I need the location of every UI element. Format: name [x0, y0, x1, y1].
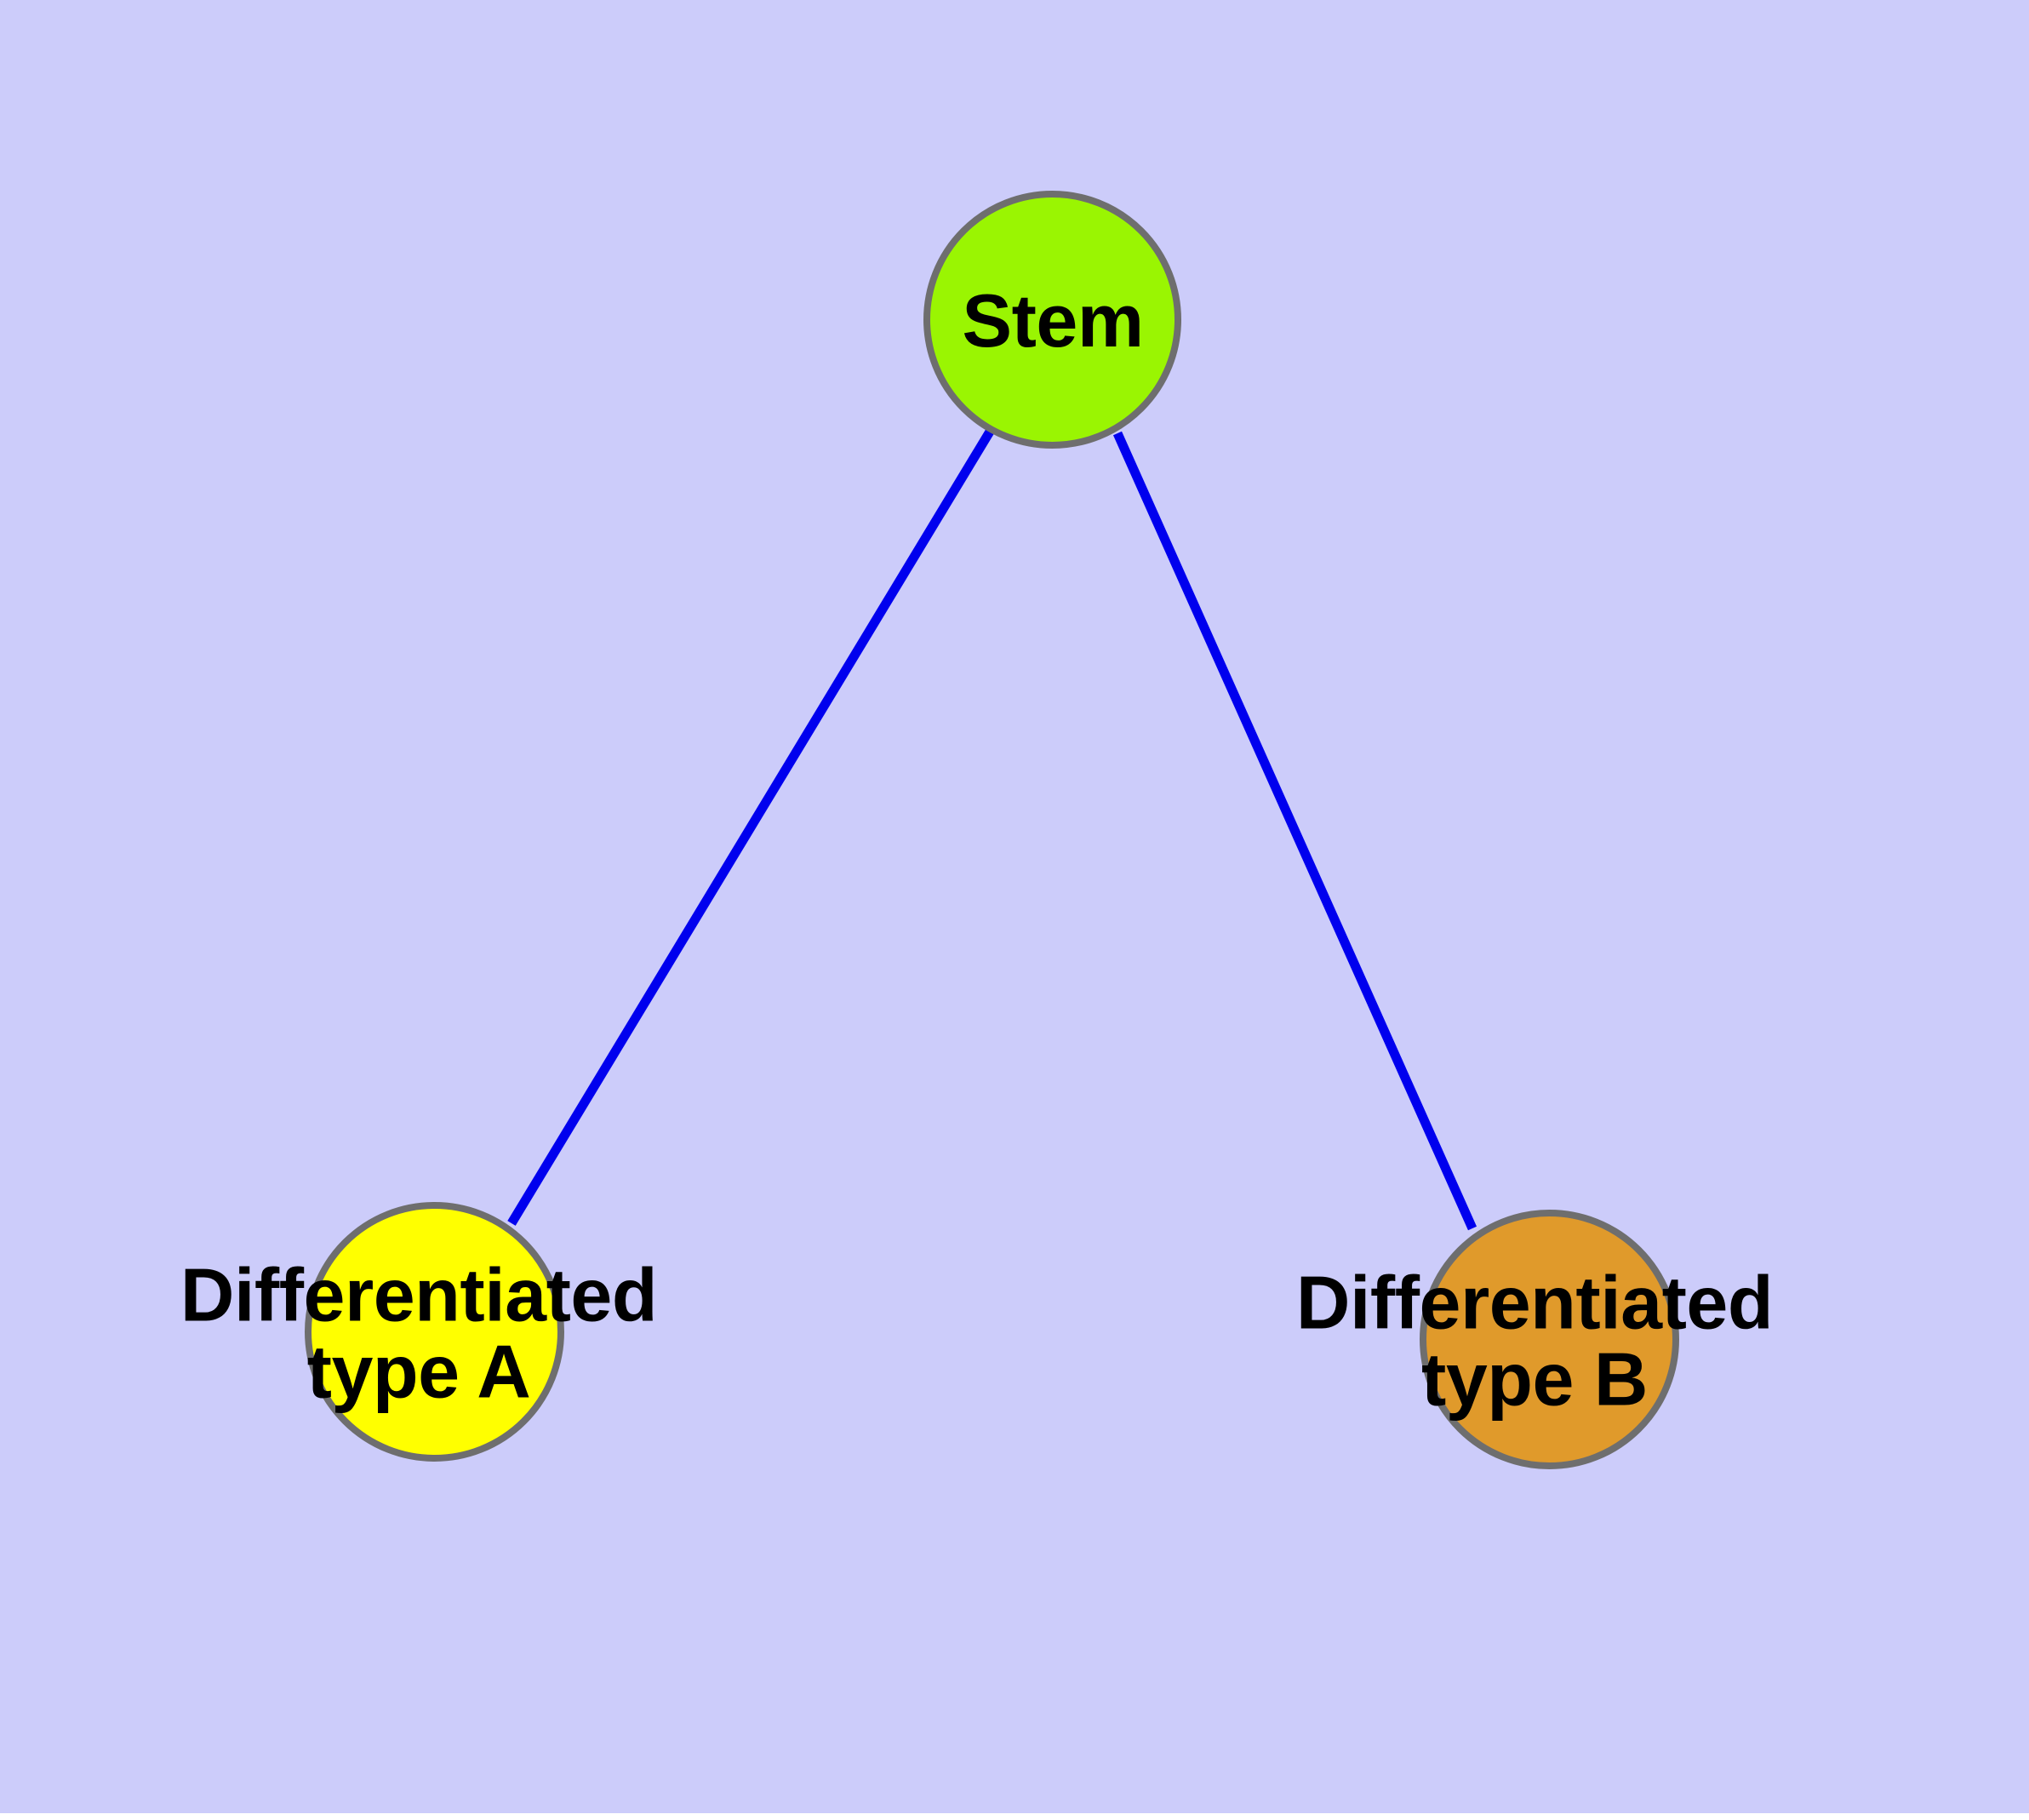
edge-stem-to-differentiated-type-b[interactable]: [1112, 431, 1477, 1231]
node-differentiated-type-b[interactable]: [1420, 1210, 1679, 1469]
edge-stem-to-differentiated-type-a[interactable]: [507, 429, 994, 1226]
node-stem[interactable]: [923, 191, 1181, 449]
node-differentiated-type-a[interactable]: [305, 1202, 564, 1462]
